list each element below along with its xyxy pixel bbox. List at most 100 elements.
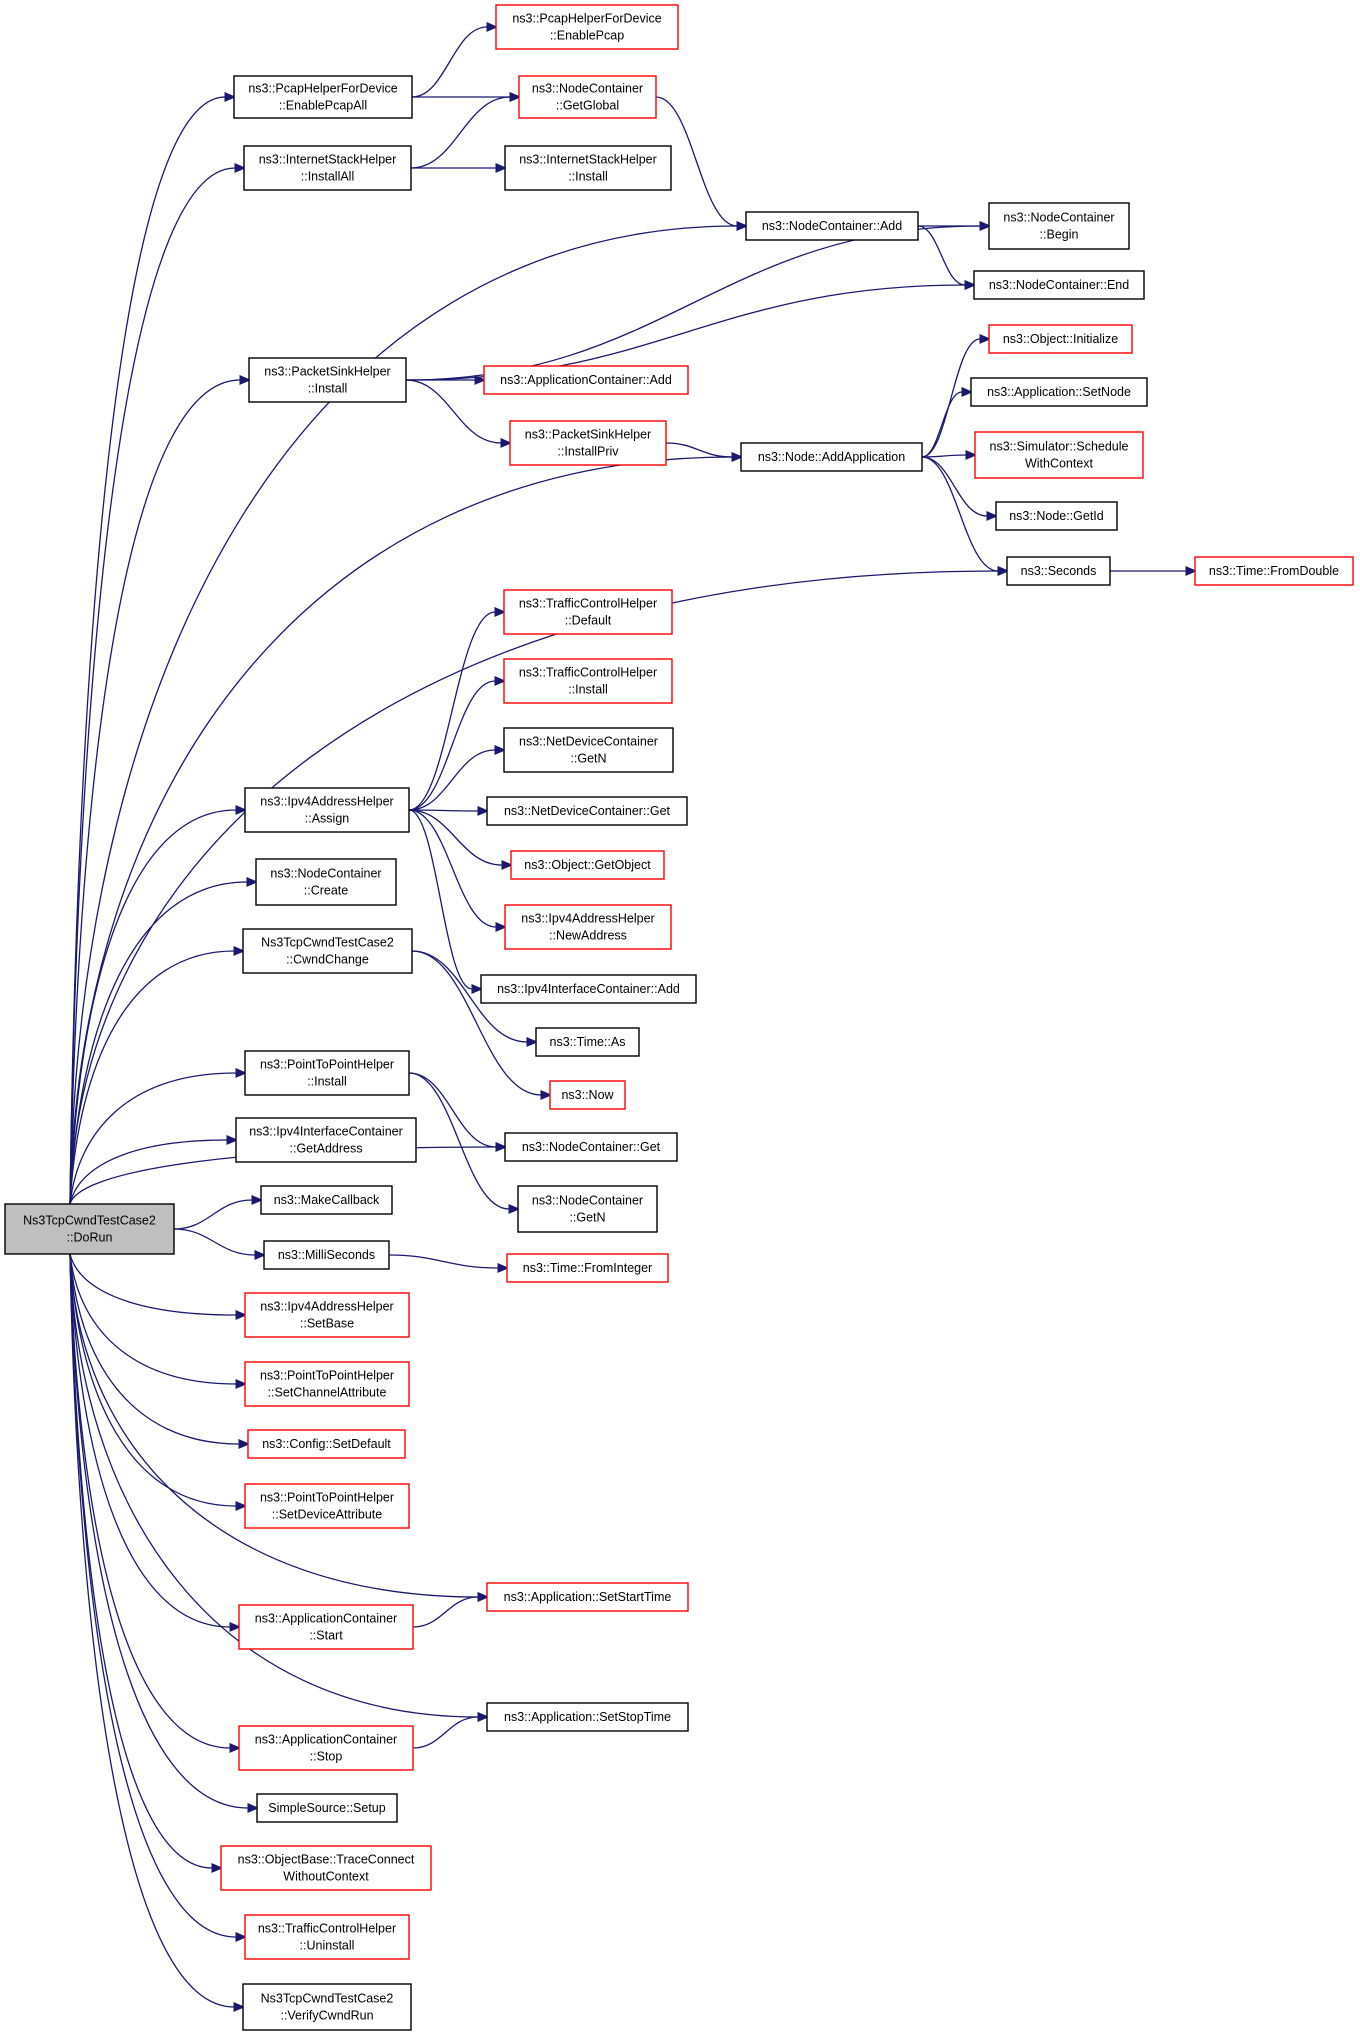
node-label: ::Uninstall bbox=[300, 1939, 355, 1953]
node-setDefault[interactable]: ns3::Config::SetDefault bbox=[247, 1429, 406, 1459]
edge-arrowhead bbox=[526, 1037, 539, 1047]
node-box bbox=[238, 1725, 414, 1771]
node-label: ns3::Simulator::Schedule bbox=[990, 440, 1129, 454]
node-verifyCwnd[interactable]: Ns3TcpCwndTestCase2::VerifyCwndRun bbox=[242, 1983, 412, 2031]
node-setStopTime[interactable]: ns3::Application::SetStopTime bbox=[486, 1702, 689, 1732]
node-label: ns3::NodeContainer::Add bbox=[762, 219, 902, 233]
node-box bbox=[504, 145, 672, 191]
node-box bbox=[244, 1050, 410, 1096]
node-label: ::CwndChange bbox=[286, 953, 369, 967]
node-milliSeconds[interactable]: ns3::MilliSeconds bbox=[263, 1240, 390, 1270]
edge-arrowhead bbox=[501, 860, 514, 870]
edge-nodeAddApp-to-appSetNode bbox=[921, 391, 963, 458]
node-newAddress[interactable]: ns3::Ipv4AddressHelper::NewAddress bbox=[504, 904, 672, 950]
node-setStartTime[interactable]: ns3::Application::SetStartTime bbox=[486, 1582, 689, 1612]
node-label: ns3::Object::Initialize bbox=[1003, 332, 1118, 346]
node-label: ns3::NodeContainer::Get bbox=[522, 1140, 661, 1154]
edge-nodeAddApp-to-seconds bbox=[921, 456, 999, 572]
node-ncGet[interactable]: ns3::NodeContainer::Get bbox=[504, 1132, 678, 1162]
edge-ipv4Assign-to-iicAdd bbox=[408, 809, 473, 990]
node-tchDefault[interactable]: ns3::TrafficControlHelper::Default bbox=[503, 589, 673, 635]
node-getObject[interactable]: ns3::Object::GetObject bbox=[510, 850, 665, 880]
edge-arrowhead bbox=[477, 1592, 490, 1602]
node-box bbox=[243, 145, 412, 191]
node-iicAdd[interactable]: ns3::Ipv4InterfaceContainer::Add bbox=[480, 974, 697, 1004]
edge-ipv4Assign-to-newAddress bbox=[408, 809, 497, 928]
node-acStop[interactable]: ns3::ApplicationContainer::Stop bbox=[238, 1725, 414, 1771]
node-ncBegin[interactable]: ns3::NodeContainer::Begin bbox=[988, 202, 1130, 250]
node-acAdd[interactable]: ns3::ApplicationContainer::Add bbox=[483, 365, 689, 395]
node-p2pInstall[interactable]: ns3::PointToPointHelper::Install bbox=[244, 1050, 410, 1096]
node-setBase[interactable]: ns3::Ipv4AddressHelper::SetBase bbox=[244, 1292, 410, 1338]
node-traceConnect[interactable]: ns3::ObjectBase::TraceConnectWithoutCont… bbox=[220, 1845, 432, 1891]
node-now[interactable]: ns3::Now bbox=[549, 1080, 626, 1110]
node-setChanAttr[interactable]: ns3::PointToPointHelper::SetChannelAttri… bbox=[244, 1361, 410, 1407]
node-label: ns3::TrafficControlHelper bbox=[519, 597, 657, 611]
node-psInstallPriv[interactable]: ns3::PacketSinkHelper::InstallPriv bbox=[509, 420, 667, 466]
node-ssSetup[interactable]: SimpleSource::Setup bbox=[256, 1793, 398, 1823]
node-enablePcap[interactable]: ns3::PcapHelperForDevice::EnablePcap bbox=[495, 4, 679, 50]
node-acStart[interactable]: ns3::ApplicationContainer::Start bbox=[238, 1604, 414, 1650]
node-nodeGetId[interactable]: ns3::Node::GetId bbox=[995, 501, 1118, 531]
node-box bbox=[504, 904, 672, 950]
node-enablePcapAll[interactable]: ns3::PcapHelperForDevice::EnablePcapAll bbox=[233, 75, 413, 119]
node-tchUninstall[interactable]: ns3::TrafficControlHelper::Uninstall bbox=[244, 1914, 410, 1960]
function-nodes: Ns3TcpCwndTestCase2::DoRun ns3::PcapHelpe… bbox=[4, 4, 1354, 2031]
node-getGlobal[interactable]: ns3::NodeContainer::GetGlobal bbox=[518, 75, 657, 119]
edge-root-to-ncAdd bbox=[69, 225, 738, 1205]
node-label: ns3::ObjectBase::TraceConnect bbox=[238, 1853, 415, 1867]
edge-root-to-setStartTime bbox=[69, 1253, 479, 1598]
node-iicGetAddress[interactable]: ns3::Ipv4InterfaceContainer::GetAddress bbox=[235, 1117, 417, 1163]
node-ncCreate[interactable]: ns3::NodeContainer::Create bbox=[255, 858, 397, 906]
node-box bbox=[255, 858, 397, 906]
node-label: ::Default bbox=[565, 614, 612, 628]
node-setDevAttr[interactable]: ns3::PointToPointHelper::SetDeviceAttrib… bbox=[244, 1483, 410, 1529]
node-timeAs[interactable]: ns3::Time::As bbox=[535, 1027, 640, 1057]
edge-arrowhead bbox=[736, 221, 749, 231]
node-objInit[interactable]: ns3::Object::Initialize bbox=[988, 324, 1133, 354]
node-box bbox=[256, 1793, 398, 1823]
node-appSetNode[interactable]: ns3::Application::SetNode bbox=[970, 377, 1148, 407]
node-label: ::SetBase bbox=[300, 1317, 354, 1331]
node-label: ns3::Ipv4AddressHelper bbox=[521, 912, 654, 926]
edge-arrowhead bbox=[477, 806, 490, 816]
node-makeCallback[interactable]: ns3::MakeCallback bbox=[260, 1185, 393, 1215]
node-ncEnd[interactable]: ns3::NodeContainer::End bbox=[973, 270, 1145, 300]
node-root[interactable]: Ns3TcpCwndTestCase2::DoRun bbox=[4, 1203, 175, 1255]
edge-ipv4Assign-to-tchDefault bbox=[408, 611, 496, 811]
node-seconds[interactable]: ns3::Seconds bbox=[1006, 556, 1111, 586]
node-ishInstall[interactable]: ns3::InternetStackHelper::Install bbox=[504, 145, 672, 191]
node-label: ns3::Time::As bbox=[550, 1035, 626, 1049]
edge-root-to-milliSeconds bbox=[173, 1228, 256, 1256]
node-installAll[interactable]: ns3::InternetStackHelper::InstallAll bbox=[243, 145, 412, 191]
node-label: Ns3TcpCwndTestCase2 bbox=[261, 1992, 394, 2006]
node-box bbox=[503, 727, 674, 773]
edge-root-to-psInstall bbox=[69, 379, 241, 1205]
node-psInstall[interactable]: ns3::PacketSinkHelper::Install bbox=[248, 357, 407, 403]
node-label: ns3::InternetStackHelper bbox=[519, 153, 657, 167]
node-label: ns3::Node::AddApplication bbox=[758, 450, 905, 464]
node-box bbox=[238, 1604, 414, 1650]
node-cwndChange[interactable]: Ns3TcpCwndTestCase2::CwndChange bbox=[242, 928, 413, 974]
node-tchInstall[interactable]: ns3::TrafficControlHelper::Install bbox=[503, 658, 673, 704]
node-fromDouble[interactable]: ns3::Time::FromDouble bbox=[1194, 556, 1354, 586]
node-ncGetN[interactable]: ns3::NodeContainer::GetN bbox=[517, 1185, 658, 1233]
node-ndcGet[interactable]: ns3::NetDeviceContainer::Get bbox=[486, 796, 688, 826]
edge-arrowhead bbox=[500, 438, 513, 448]
node-label: ns3::ApplicationContainer::Add bbox=[500, 373, 672, 387]
edge-arrowhead bbox=[495, 1142, 508, 1152]
node-ipv4Assign[interactable]: ns3::Ipv4AddressHelper::Assign bbox=[244, 787, 410, 833]
node-label: ns3::ApplicationContainer bbox=[255, 1612, 397, 1626]
node-fromInteger[interactable]: ns3::Time::FromInteger bbox=[506, 1253, 669, 1283]
node-label: ns3::NetDeviceContainer bbox=[519, 735, 658, 749]
node-nodeAddApp[interactable]: ns3::Node::AddApplication bbox=[740, 442, 923, 472]
node-label: ns3::Ipv4AddressHelper bbox=[260, 795, 393, 809]
node-ncAdd[interactable]: ns3::NodeContainer::Add bbox=[745, 211, 919, 241]
edge-ncAdd-to-ncEnd bbox=[917, 225, 966, 286]
edge-root-to-setStopTime bbox=[69, 1253, 479, 1718]
node-ndcGetN[interactable]: ns3::NetDeviceContainer::GetN bbox=[503, 727, 674, 773]
node-label: ns3::Application::SetNode bbox=[987, 385, 1131, 399]
edge-p2pInstall-to-ncGetN bbox=[408, 1072, 510, 1210]
node-box bbox=[995, 501, 1118, 531]
